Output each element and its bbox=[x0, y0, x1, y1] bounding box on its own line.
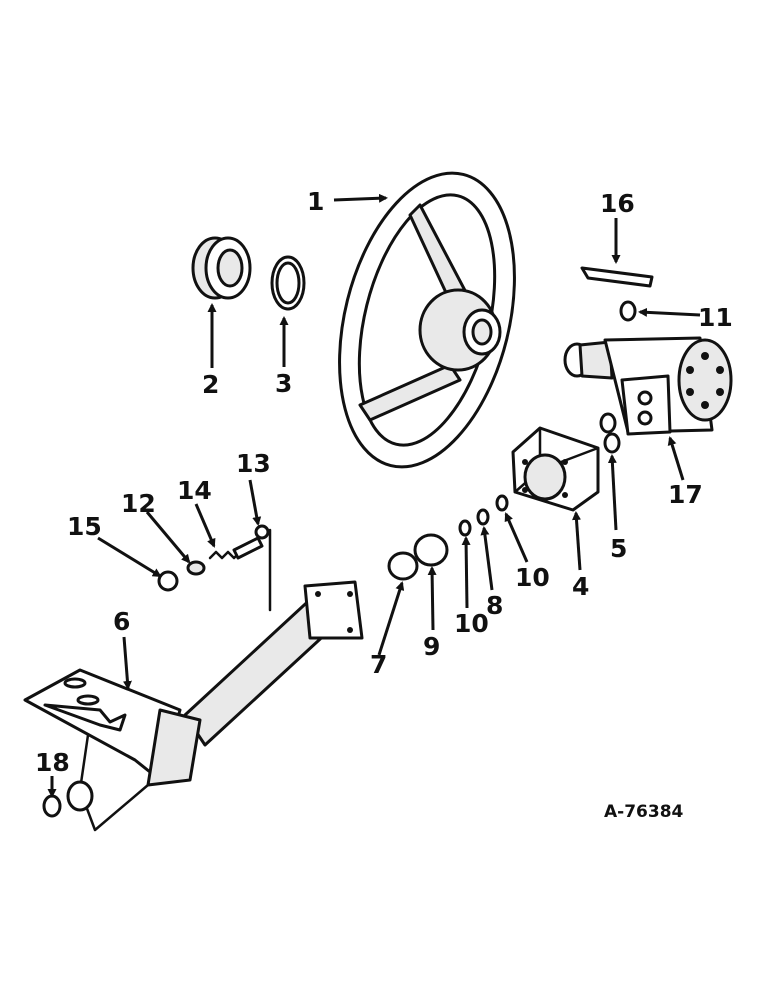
washers bbox=[599, 412, 621, 454]
steering-pump bbox=[563, 336, 733, 436]
small-seals bbox=[458, 494, 509, 537]
detent-assembly bbox=[157, 524, 270, 592]
pin-and-clip bbox=[580, 266, 654, 322]
callout-18: 18 bbox=[35, 748, 70, 777]
callout-10-b: 10 bbox=[515, 563, 550, 592]
callout-3: 3 bbox=[275, 369, 292, 398]
callout-1: 1 bbox=[307, 187, 324, 216]
callout-5: 5 bbox=[610, 534, 627, 563]
callout-8: 8 bbox=[486, 591, 503, 620]
steering-column-support bbox=[23, 528, 364, 832]
bearing-bushing bbox=[191, 236, 252, 300]
callout-14: 14 bbox=[177, 476, 212, 505]
callout-16: 16 bbox=[600, 189, 635, 218]
callout-9: 9 bbox=[423, 632, 440, 661]
snap-ring bbox=[270, 255, 306, 311]
callout-labels: 1 2 3 4 5 6 7 8 9 10 10 11 12 13 14 15 1… bbox=[35, 187, 733, 777]
callout-10-a: 10 bbox=[454, 609, 489, 638]
callout-17: 17 bbox=[668, 480, 703, 509]
callout-13: 13 bbox=[236, 449, 271, 478]
steering-wheel bbox=[338, 171, 516, 469]
drawing-number: A-76384 bbox=[604, 802, 684, 822]
callout-4: 4 bbox=[572, 572, 589, 601]
callout-11: 11 bbox=[698, 303, 733, 332]
callout-6: 6 bbox=[113, 607, 130, 636]
callout-15: 15 bbox=[67, 512, 102, 541]
callout-12: 12 bbox=[121, 489, 156, 518]
callout-7: 7 bbox=[370, 650, 387, 679]
adapter-housing bbox=[511, 426, 600, 512]
callout-2: 2 bbox=[202, 370, 219, 399]
o-rings bbox=[387, 533, 449, 581]
leader-arrows bbox=[47, 193, 701, 798]
